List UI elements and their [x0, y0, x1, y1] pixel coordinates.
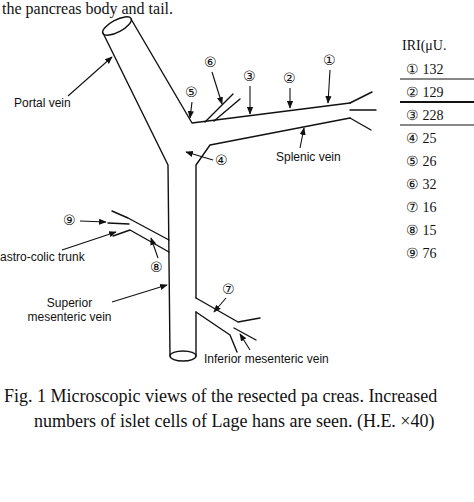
leader-arrow: [62, 232, 116, 250]
leader-arrow: [68, 57, 112, 96]
gastro-colic-trunk: [108, 211, 169, 252]
callout-number: ②: [283, 70, 296, 86]
vessel-name: Splenic vein: [276, 150, 341, 164]
table-cell: ⑧ 15: [406, 223, 437, 239]
splenic-branches: [350, 92, 376, 130]
table-cell: ④ 25: [406, 131, 437, 147]
inferior-mesenteric-vessel: [196, 298, 260, 352]
table-header: IRI(μU.: [402, 38, 446, 54]
table-cell: ⑥ 32: [406, 177, 437, 193]
portal-vein-opening: [100, 13, 134, 39]
figure-caption: Fig. 1 Microscopic views of the resected…: [4, 384, 470, 434]
callout-number: ⑥: [204, 54, 217, 70]
table-cell: ① 132: [406, 62, 444, 78]
vein-wall-upper: [131, 19, 350, 123]
vein-wall-left: [103, 33, 170, 356]
callout-number: ④: [215, 152, 228, 168]
small-tributary: [205, 94, 240, 122]
leader-arrow: [240, 334, 250, 350]
leader-arrow: [151, 238, 158, 258]
table-rule: [400, 78, 474, 79]
vein-wall-lower: [196, 118, 350, 298]
callout-number: ⑤: [185, 84, 198, 100]
vessel-name: astro-colic trunk: [0, 250, 85, 264]
heading-fragment: the pancreas body and tail.: [2, 0, 173, 18]
callout-number: ⑧: [150, 259, 163, 275]
table-rule: [400, 101, 474, 103]
leader-arrow: [112, 285, 167, 302]
smv-opening: [170, 351, 196, 361]
leader-arrow: [249, 86, 250, 114]
vessel-name: Superior mesenteric vein: [22, 296, 117, 324]
leader-arrow: [186, 152, 213, 160]
leader-arrow: [190, 102, 192, 118]
table-cell: ③ 228: [406, 108, 444, 124]
table-cell: ⑤ 26: [406, 154, 437, 170]
vein-wall-right: [195, 312, 196, 356]
leader-arrow: [214, 298, 226, 312]
callout-number: ⑨: [63, 212, 76, 228]
leader-arrow: [80, 221, 106, 222]
leader-arrow: [289, 88, 290, 108]
table-cell: ⑦ 16: [406, 200, 437, 216]
vessel-name: Portal vein: [14, 96, 71, 110]
table-cell: ⑨ 76: [406, 246, 437, 262]
callout-number: ⑦: [222, 281, 235, 297]
callout-number: ③: [243, 68, 256, 84]
leader-arrow: [328, 70, 330, 103]
leader-arrow: [300, 128, 304, 148]
callout-number: ①: [323, 52, 336, 68]
vessel-name: Inferior mesenteric vein: [204, 352, 329, 366]
table-cell: ② 129: [406, 85, 444, 101]
table-rule: [400, 124, 474, 125]
leader-arrow: [212, 72, 222, 104]
